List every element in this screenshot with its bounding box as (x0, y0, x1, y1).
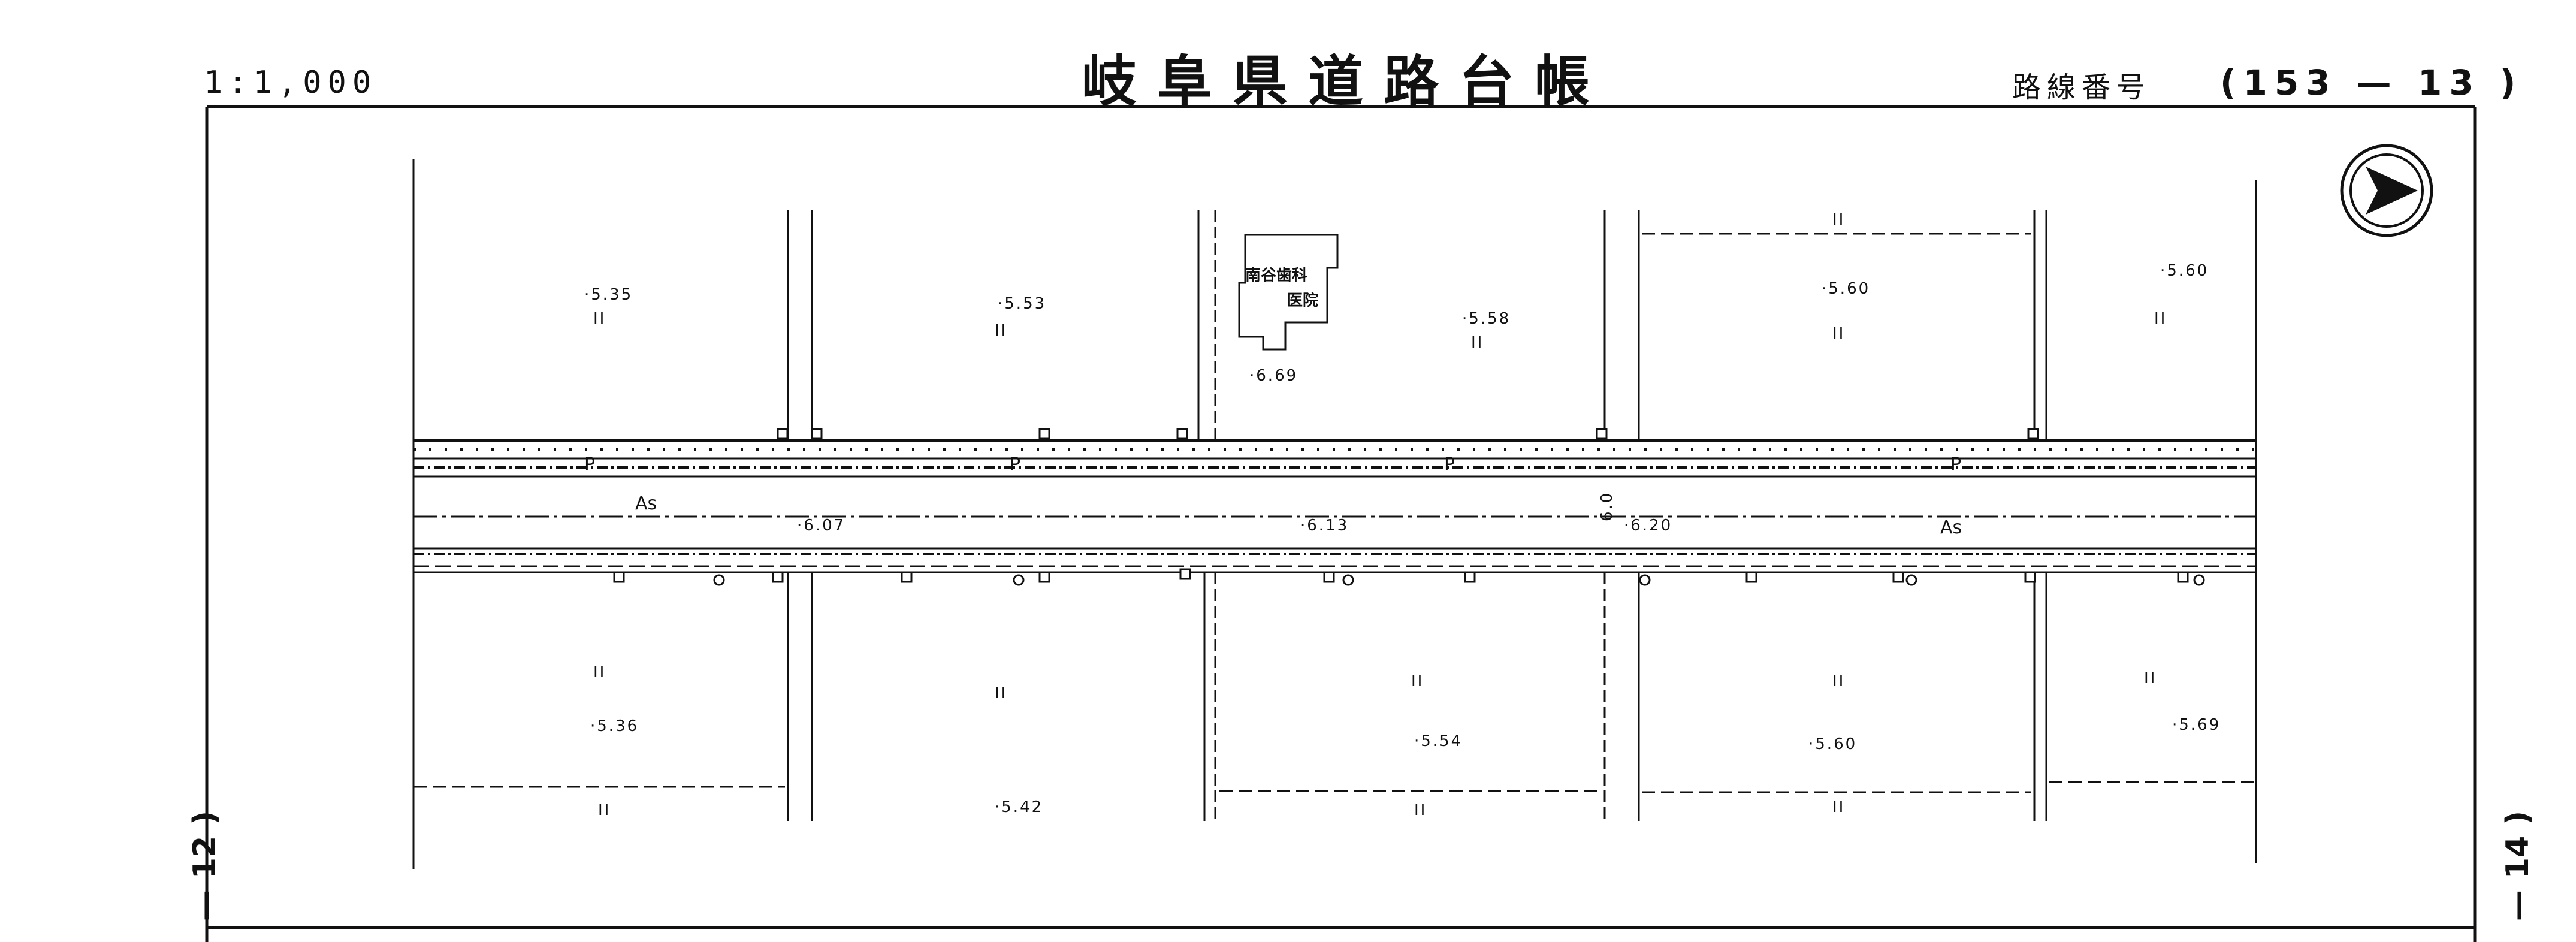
spot-elevation: ·5.60 (2160, 262, 2209, 280)
field-mark: II (593, 310, 606, 328)
building-outline (1238, 234, 1339, 351)
field-mark: II (2154, 310, 2167, 328)
sheet-title: 岐阜県道路台帳 (1082, 49, 1611, 114)
parcel-boundaries (413, 233, 2256, 793)
utility-symbols (613, 428, 2205, 586)
road-surface-east: As (1940, 517, 1962, 538)
parking-mark: P (1444, 454, 1455, 475)
road-surface-west: As (635, 493, 657, 514)
field-mark: II (1832, 325, 1845, 343)
north-arrow-icon (2340, 144, 2433, 237)
road (413, 439, 2256, 573)
parking-mark: P (1950, 454, 1961, 475)
field-mark: II (995, 684, 1007, 702)
field-mark: II (2144, 669, 2157, 687)
field-mark: II (1832, 211, 1845, 229)
field-marks: II II II II II II II II II II II II II I… (593, 211, 2167, 819)
spot-elevation: ·5.35 (584, 286, 633, 304)
road-elevation: ·6.13 (1300, 517, 1349, 535)
field-mark: II (1471, 334, 1484, 352)
carriageway-width: 6.0 (1598, 491, 1616, 521)
parking-mark: P (584, 454, 595, 475)
side-streets (412, 159, 2257, 869)
building-name-line1: 南谷歯科 (1245, 267, 1307, 285)
sheet-frame (205, 105, 2477, 942)
spot-elevation: ·5.69 (2172, 716, 2221, 734)
field-mark: II (1832, 798, 1845, 816)
spot-elevation: ·5.60 (1822, 280, 1870, 298)
field-mark: II (1414, 801, 1427, 819)
field-mark: II (1832, 672, 1845, 690)
field-mark: II (1411, 672, 1424, 690)
road-elevation: ·6.20 (1624, 517, 1672, 535)
spot-elevation: ·6.69 (1249, 367, 1298, 385)
road-elevation: ·6.07 (797, 517, 845, 535)
spot-elevation: ·5.42 (995, 798, 1043, 816)
spot-elevation: ·5.58 (1462, 310, 1511, 328)
map-scale: 1:1,000 (204, 65, 378, 101)
spot-elevation: ·5.54 (1414, 732, 1463, 750)
spot-elevation: ·5.53 (998, 295, 1046, 313)
field-mark: II (598, 801, 611, 819)
field-mark: II (593, 663, 606, 681)
building-name-line2: 医院 (1287, 291, 1318, 310)
spot-elevation: ·5.36 (590, 717, 639, 735)
route-number: (153 — 13 ) (2220, 62, 2523, 103)
field-mark: II (995, 322, 1007, 340)
parking-mark: P (1010, 454, 1020, 475)
spot-elevation: ·5.60 (1808, 735, 1857, 753)
route-number-label: 路線番号 (2012, 71, 2152, 104)
